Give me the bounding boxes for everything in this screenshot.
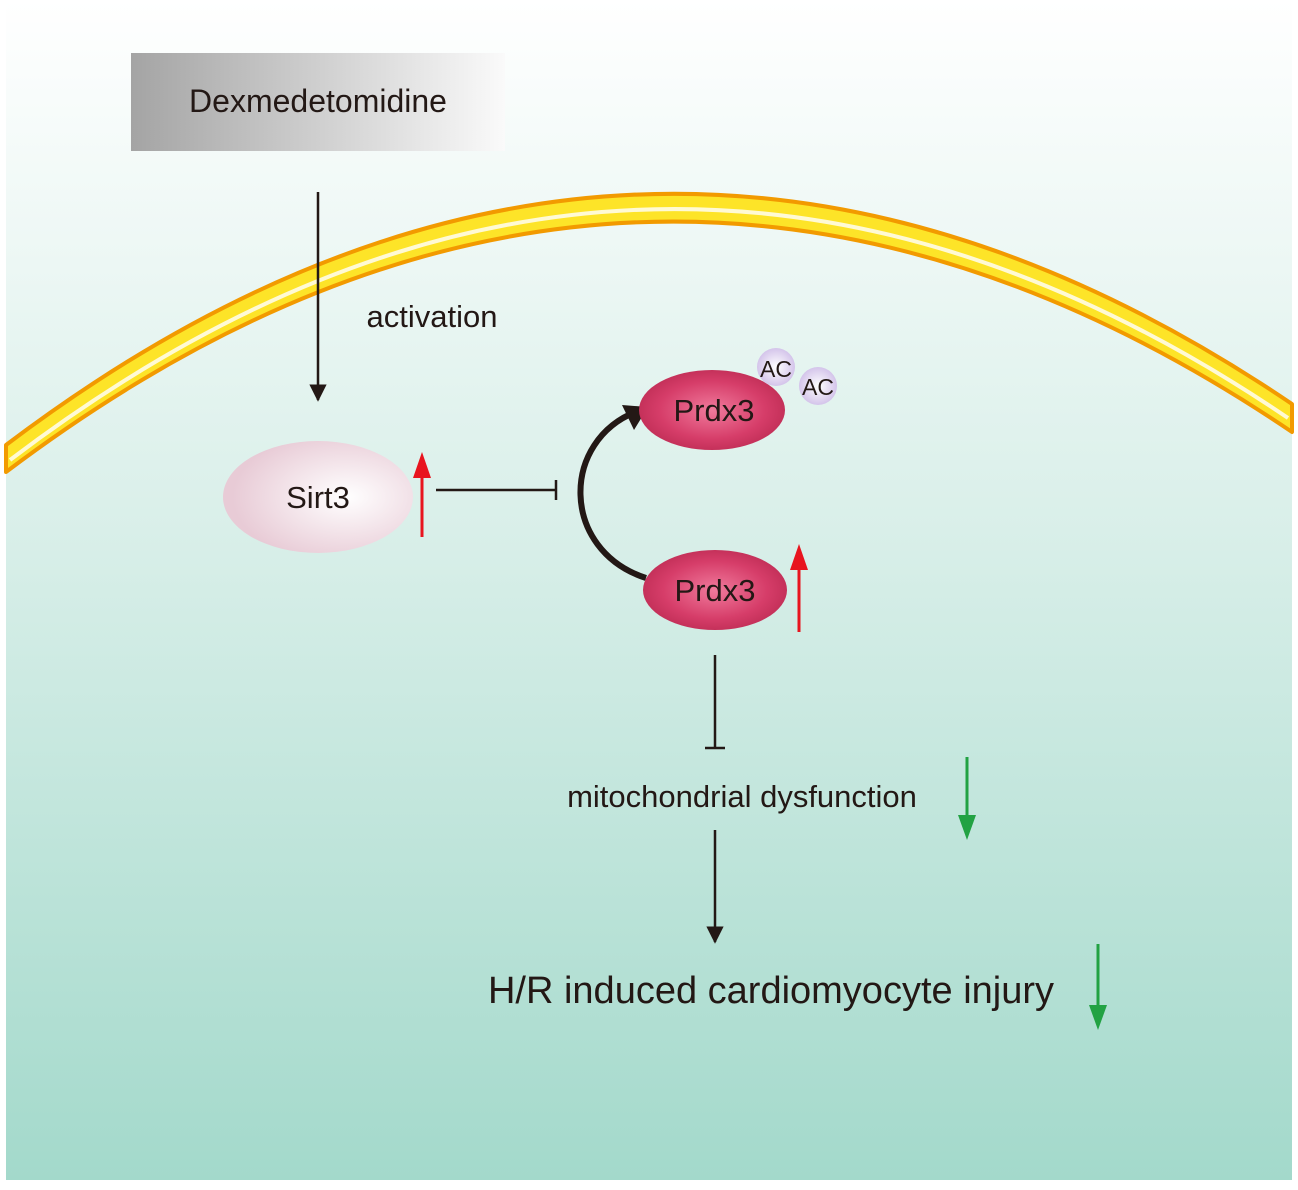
prdx3-node <box>643 550 787 630</box>
prdx3-label: Prdx3 <box>675 573 756 608</box>
prdx3-up-arrow <box>790 544 808 632</box>
acetyl-tag-1-label: AC <box>760 356 792 382</box>
acetyl-tag-2 <box>799 367 837 405</box>
mito-label: mitochondrial dysfunction <box>567 779 917 814</box>
drug-label: Dexmedetomidine <box>189 83 447 119</box>
sirt3-label: Sirt3 <box>286 480 350 515</box>
injury-down-arrow <box>1089 944 1107 1030</box>
cell-membrane-highlight <box>8 207 1290 462</box>
prdx3-inhibition-line <box>705 655 725 750</box>
sirt3-inhibition-line <box>436 480 558 500</box>
acetyl-tag-2-label: AC <box>802 374 834 400</box>
prdx3-acetylated-label: Prdx3 <box>674 393 755 428</box>
injury-label: H/R induced cardiomyocyte injury <box>488 970 1054 1012</box>
sirt3-up-arrow <box>413 452 431 537</box>
acetylation-curved-arrow <box>577 408 647 581</box>
drug-box <box>131 53 505 151</box>
activation-label: activation <box>367 299 498 334</box>
cell-membrane <box>4 191 1294 474</box>
sirt3-node <box>223 441 413 553</box>
mito-down-arrow <box>958 757 976 840</box>
acetyl-tag-1 <box>757 348 795 386</box>
prdx3-acetylated-node <box>639 370 785 450</box>
